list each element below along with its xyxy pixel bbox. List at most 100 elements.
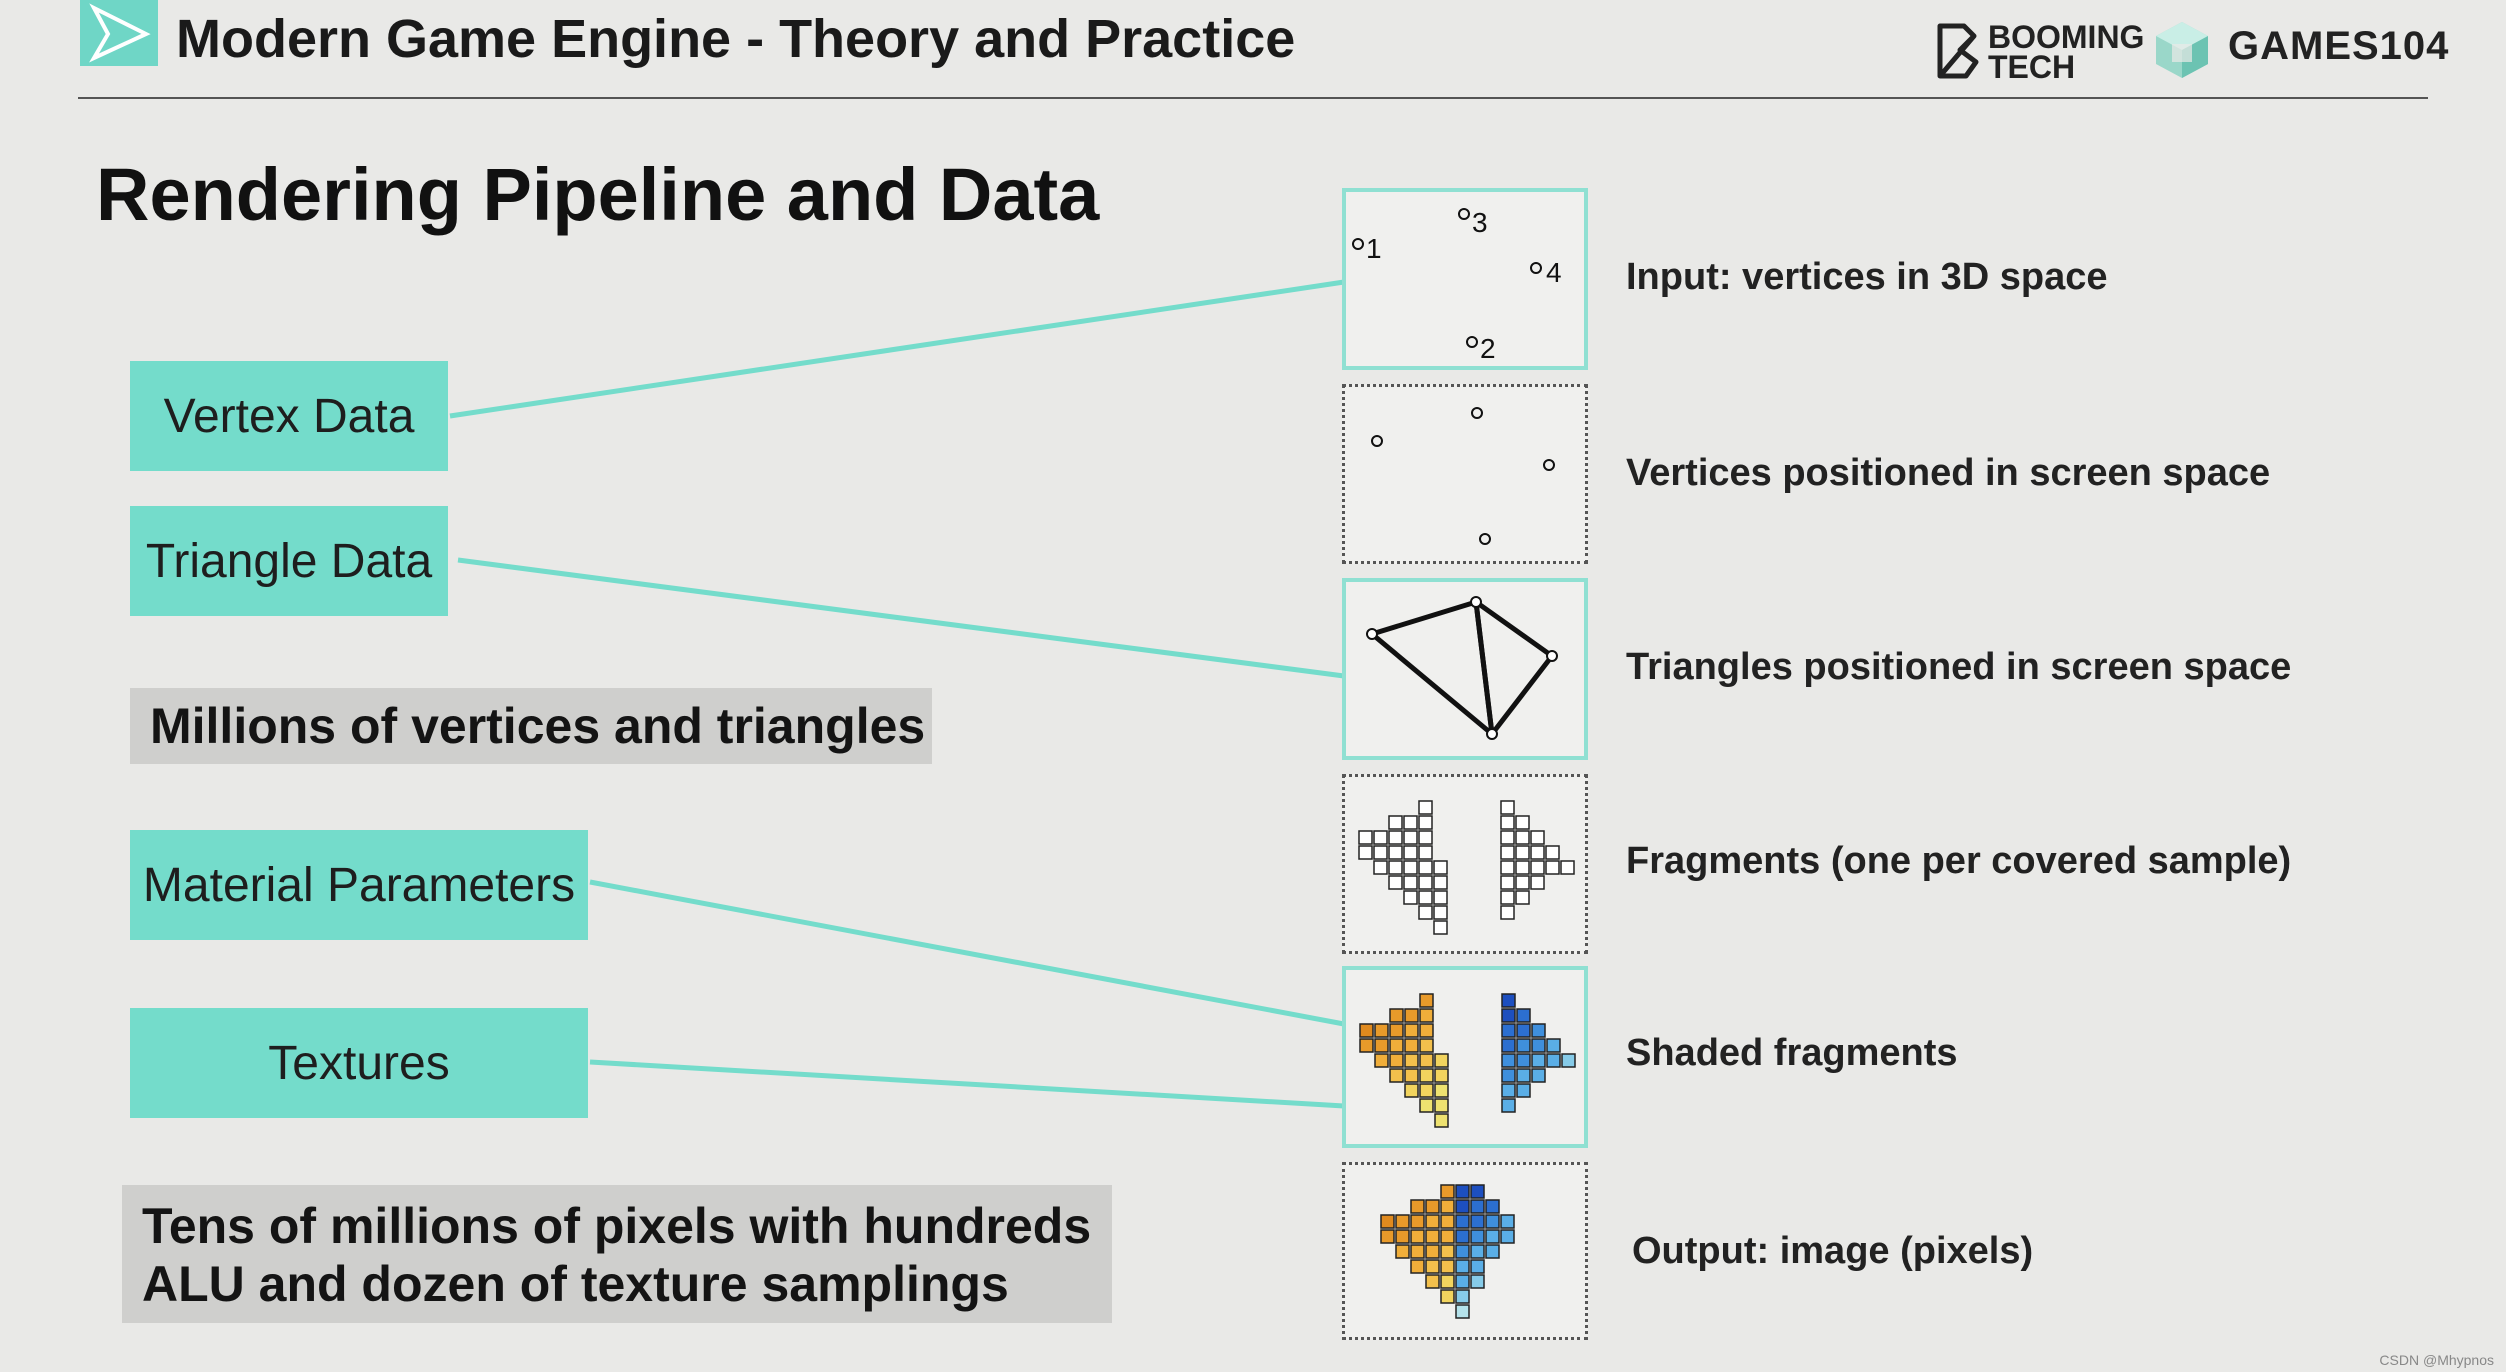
fragment-cell [1501,993,1516,1008]
material-parameters-box: Material Parameters [130,830,588,940]
fragment-cell [1389,1053,1404,1068]
fragment-cell [1470,1244,1485,1259]
fragment-cell [1359,1038,1374,1053]
fragment-cell [1440,1259,1455,1274]
fragment-cell [1389,1008,1404,1023]
fragment-cell [1500,860,1515,875]
fragment-cell [1546,1038,1561,1053]
fragment-cell [1500,815,1515,830]
fragment-cell [1425,1214,1440,1229]
fragment-cell [1485,1214,1500,1229]
pixels-note-line-1: Tens of millions of pixels with hundreds [142,1198,1092,1254]
fragment-cell [1419,1083,1434,1098]
stage-output-image [1342,1162,1588,1340]
fragment-cell [1500,890,1515,905]
fragment-cell [1485,1199,1500,1214]
fragment-cell [1560,860,1575,875]
fragment-cell [1455,1274,1470,1289]
stage-input-vertices: 1 3 4 2 [1342,188,1588,370]
fragment-cell [1388,815,1403,830]
fragment-cell [1419,1008,1434,1023]
fragment-cell [1418,830,1433,845]
triangle-data-box: Triangle Data [130,506,448,616]
fragment-cell [1440,1199,1455,1214]
fragment-cell [1403,875,1418,890]
fragment-cell [1470,1214,1485,1229]
screen-vertices-diagram [1371,407,1555,545]
fragment-cell [1434,1083,1449,1098]
fragment-cell [1530,860,1545,875]
fragment-cell [1434,1053,1449,1068]
input-vertices-diagram: 1 3 4 2 [1352,207,1562,364]
fragment-cell [1516,1023,1531,1038]
fragment-cell [1374,1023,1389,1038]
fragment-cell [1561,1053,1576,1068]
booming-line-2: TECH [1988,49,2076,85]
fragment-cell [1418,875,1433,890]
fragment-cell [1410,1214,1425,1229]
fragment-cell [1425,1199,1440,1214]
shaded-fragments-diagram [1359,993,1576,1128]
stage-fragments [1342,774,1588,954]
fragment-cell [1516,1068,1531,1083]
fragment-cell [1470,1274,1485,1289]
stage-triangles [1342,578,1588,760]
connector-vertex-data [449,279,1345,419]
fragment-cell [1419,1038,1434,1053]
fragment-cell [1515,830,1530,845]
fragment-cell [1501,1083,1516,1098]
fragment-cell [1470,1259,1485,1274]
fragment-cell [1418,815,1433,830]
vertex-data-box: Vertex Data [130,361,448,471]
fragment-cell [1374,1053,1389,1068]
fragment-cell [1433,920,1448,935]
fragment-cell [1500,875,1515,890]
fragment-cell [1403,890,1418,905]
fragment-cell [1388,845,1403,860]
fragment-cell [1455,1214,1470,1229]
fragment-cell [1418,905,1433,920]
fragment-cell [1404,1068,1419,1083]
fragment-cell [1440,1184,1455,1199]
fragment-cell [1404,1023,1419,1038]
fragment-cell [1404,1008,1419,1023]
header-divider [78,97,2428,99]
triangles-diagram [1366,596,1558,740]
connector-textures [589,1059,1345,1109]
fragment-cell [1419,1023,1434,1038]
fragment-cell [1434,1098,1449,1113]
fragment-cell [1434,1068,1449,1083]
fragment-cell [1359,1023,1374,1038]
course-title: Modern Game Engine - Theory and Practice [176,9,1296,69]
connector-material-parameters [589,879,1345,1027]
stage-screen-vertices [1342,384,1588,564]
fragment-cell [1501,1053,1516,1068]
stage-label-shaded: Shaded fragments [1626,1032,1958,1074]
fragment-cell [1433,905,1448,920]
vertex-number: 2 [1480,333,1496,364]
stage-label-triangles: Triangles positioned in screen space [1626,646,2292,688]
stage-label-input: Input: vertices in 3D space [1626,256,2108,298]
vertex-number: 3 [1472,207,1488,238]
fragment-cell [1500,905,1515,920]
fragment-cell [1440,1229,1455,1244]
fragment-cell [1455,1259,1470,1274]
fragment-cell [1470,1229,1485,1244]
stage-label-fragments: Fragments (one per covered sample) [1626,840,2292,882]
fragment-cell [1545,845,1560,860]
games104-cube-icon [2156,22,2208,78]
fragment-cell [1516,1038,1531,1053]
fragment-cell [1455,1184,1470,1199]
fragment-cell [1358,830,1373,845]
fragment-cell [1373,830,1388,845]
booming-tech-logo-icon [1937,23,1979,79]
fragment-cell [1440,1214,1455,1229]
fragment-cell [1501,1038,1516,1053]
fragment-cell [1531,1023,1546,1038]
fragment-cell [1373,860,1388,875]
stage-label-output: Output: image (pixels) [1632,1230,2034,1272]
fragment-cell [1403,830,1418,845]
fragment-cell [1389,1068,1404,1083]
fragment-cell [1515,860,1530,875]
